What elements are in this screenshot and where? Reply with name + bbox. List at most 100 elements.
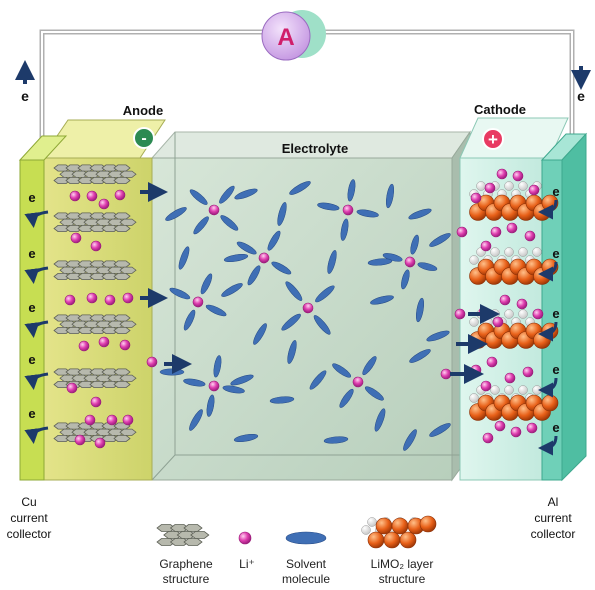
cathode-li-ion [484, 182, 496, 194]
limo2-layer [469, 247, 559, 285]
solvent-molecule [269, 396, 295, 404]
electron-label: e [28, 190, 35, 205]
anode-li-ions [64, 189, 134, 449]
solvent-molecule [220, 215, 239, 231]
solvation-cluster [382, 234, 438, 290]
electron-label-left: e [21, 88, 29, 104]
solvent-molecule [429, 423, 451, 437]
graphene-hexagon [89, 326, 107, 335]
solvent-molecule [340, 218, 349, 241]
graphene-hexagon [119, 170, 137, 178]
graphene-hexagon [89, 272, 107, 281]
solvent-molecule [356, 209, 379, 218]
oxygen-atom [391, 517, 409, 535]
graphene-hexagon [156, 538, 176, 546]
solvent-molecule [410, 234, 419, 255]
metal-atom [532, 247, 542, 257]
electron-arrow [538, 199, 558, 220]
solvent-molecule [234, 188, 258, 200]
graphene-layer [53, 212, 137, 233]
anode-li-ion [114, 189, 126, 201]
metal-atom [518, 385, 528, 395]
solvent-molecule [287, 340, 297, 364]
metal-atom [469, 317, 479, 327]
graphene-hexagon [101, 326, 119, 335]
cathode-li-ion [506, 222, 518, 234]
anode-li-ion [66, 382, 78, 394]
legend-solvent-icon [285, 531, 327, 545]
graphene-hexagon [101, 380, 119, 389]
solvent-molecule [178, 246, 190, 270]
solvated-li-ion [258, 252, 270, 264]
graphene-hexagon [190, 531, 210, 539]
solvent-molecule [426, 330, 450, 342]
anode-li-ion [122, 292, 134, 304]
anode-li-ion [90, 396, 102, 408]
solvent-molecule [315, 285, 335, 303]
graphene-hexagon [101, 176, 119, 185]
solvent-molecule [347, 179, 356, 202]
graphene-hexagon [169, 538, 190, 546]
electrolyte-label: Electrolyte [281, 141, 349, 156]
solvent-molecule [323, 436, 349, 444]
solvent-molecule [193, 216, 209, 235]
electron-label: e [28, 300, 35, 315]
graphene-hexagon [53, 380, 71, 389]
graphene-hexagon [89, 380, 107, 389]
electron-arrow [538, 377, 558, 398]
graphene-hexagon [65, 224, 83, 233]
electron-label: e [552, 362, 559, 377]
al-collector-label-line: collector [530, 527, 576, 541]
graphene-hexagon [77, 326, 95, 335]
oxygen-atom [375, 517, 393, 535]
graphene-hexagon [53, 224, 71, 233]
cathode-li-ion [482, 432, 494, 444]
legend-li-icon [238, 531, 252, 545]
metal-atom [469, 393, 479, 403]
metal-atom [518, 309, 528, 319]
solvated-li-ion [208, 380, 220, 392]
solvated-li-ion [302, 302, 314, 314]
electron-label: e [28, 246, 35, 261]
solvation-cluster [183, 355, 245, 417]
graphene-hexagon [101, 272, 119, 281]
legend-graphene-line: structure [162, 572, 210, 586]
solvent-molecule [401, 269, 410, 290]
cathode-li-ion [510, 426, 522, 438]
metal-atom [476, 181, 486, 191]
graphene-hexagon [113, 260, 131, 268]
solvent-molecule [362, 356, 377, 376]
metal-atom [504, 309, 514, 319]
anode-label: Anode [122, 103, 164, 118]
legend-solvent-line: Solvent [285, 557, 327, 571]
cathode-li-ion [470, 192, 482, 204]
solvent-molecule [403, 429, 417, 451]
oxygen-atom [383, 531, 401, 549]
graphene-hexagon [113, 434, 131, 443]
legend-graphene-icon [156, 524, 210, 546]
solvated-li-ion [404, 256, 416, 268]
graphene-hexagon [89, 176, 107, 185]
anode-li-ion [104, 294, 116, 306]
graphene-hexagon [113, 212, 131, 220]
solvent-molecule [206, 394, 215, 417]
solvent-molecule [339, 388, 354, 408]
anode-li-ion [119, 339, 131, 351]
graphene-hexagon [53, 272, 71, 281]
electron-arrow [24, 320, 49, 338]
graphene-hexagon [119, 218, 137, 226]
metal-atom [504, 181, 514, 191]
oxygen-atom [419, 515, 437, 533]
solvation-cluster [169, 273, 227, 331]
solvent-molecule [289, 181, 311, 195]
ion-flow-arrows [140, 182, 500, 384]
graphene-hexagon [113, 272, 131, 281]
solvent-molecule [230, 374, 254, 386]
solvent-molecule [429, 233, 451, 247]
electron-label: e [552, 420, 559, 435]
solvent-molecule [327, 250, 337, 274]
solvation-cluster [281, 281, 335, 335]
anode-li-ion [86, 292, 98, 304]
